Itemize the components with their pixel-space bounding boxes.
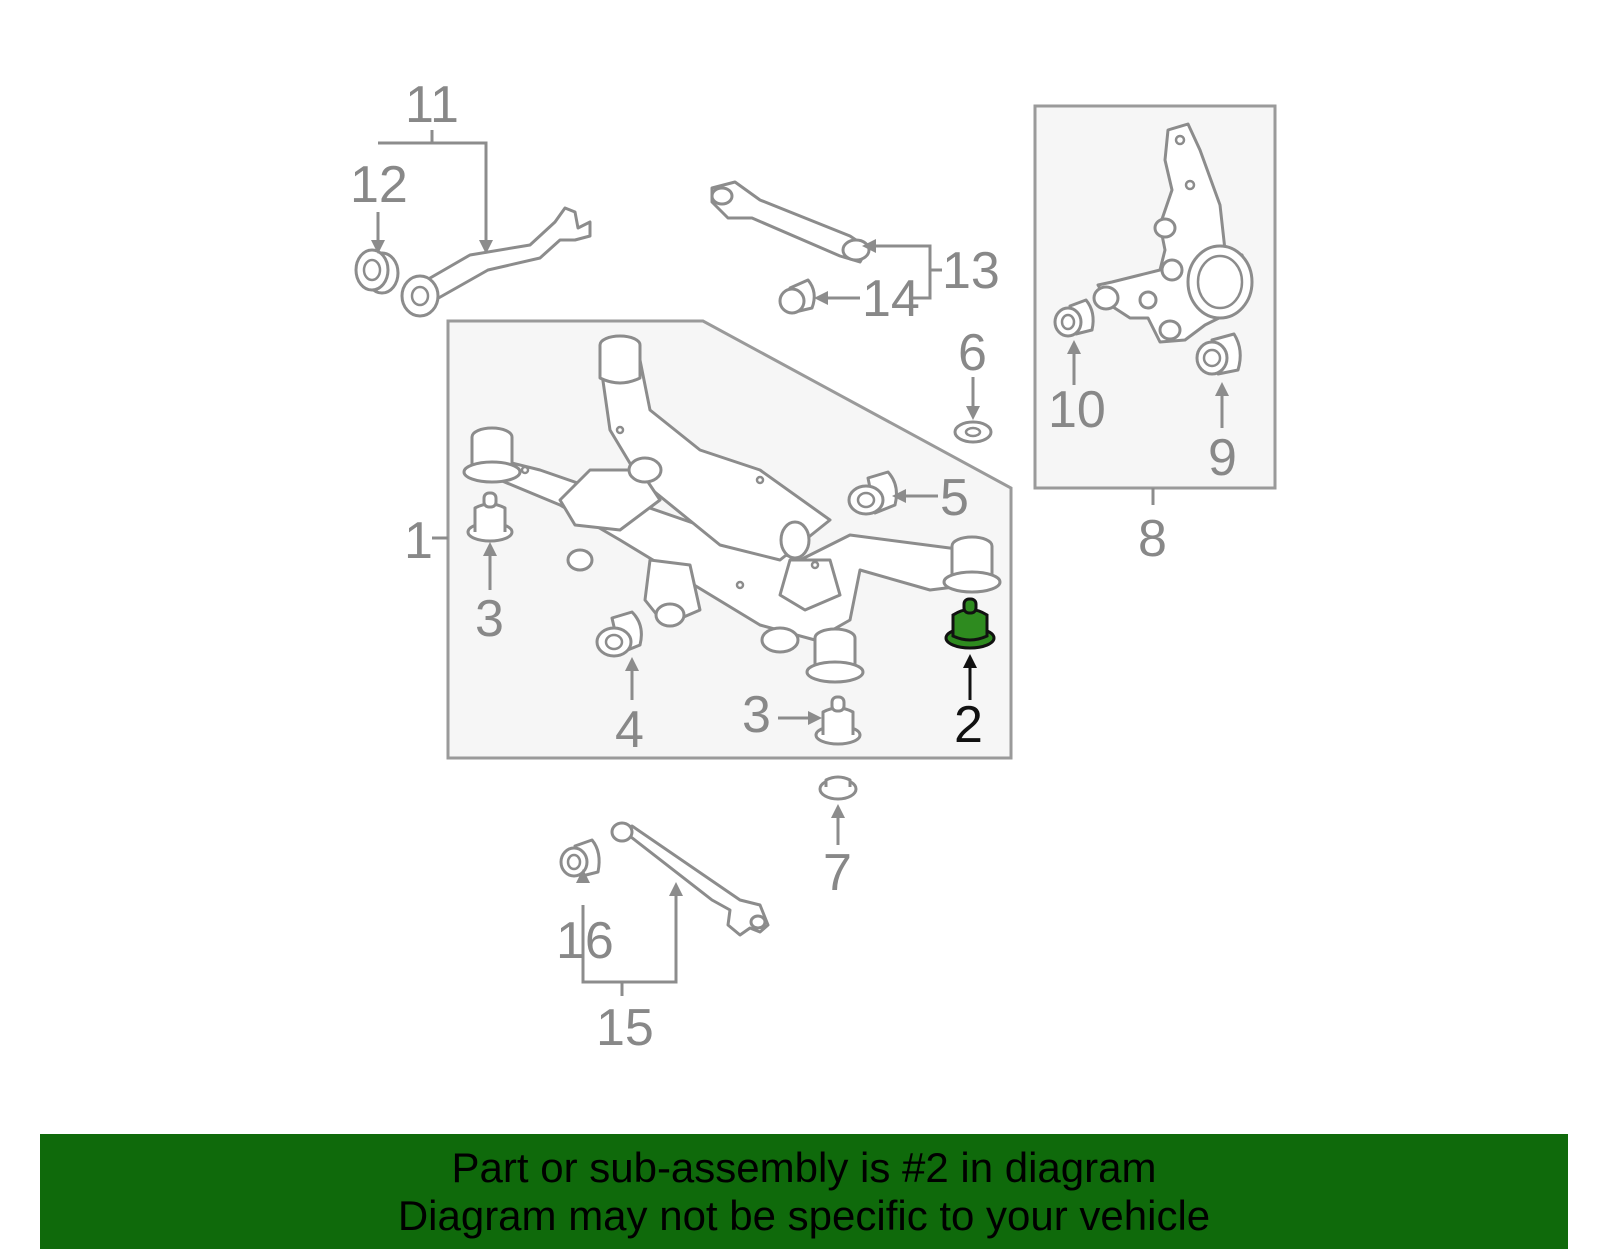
part-7-washer xyxy=(818,775,858,801)
callout-3-left: 3 xyxy=(475,590,504,648)
part-14-bushing xyxy=(778,278,816,315)
callout-16: 16 xyxy=(556,912,614,970)
part-11-upper-arm xyxy=(400,206,592,318)
callout-8: 8 xyxy=(1138,510,1167,568)
callout-1: 1 xyxy=(404,512,433,570)
callout-13: 13 xyxy=(942,242,1000,300)
parts-diagram: 1 2 3 3 4 5 6 7 8 9 10 11 12 13 14 15 16 xyxy=(350,76,1277,1057)
callout-4: 4 xyxy=(615,701,644,759)
callout-3-right: 3 xyxy=(742,686,771,744)
part-9-bushing xyxy=(1195,332,1242,376)
part-5-bushing xyxy=(847,470,898,516)
subframe-crossmember xyxy=(462,334,1002,684)
callout-2-highlighted: 2 xyxy=(954,696,983,754)
callout-7: 7 xyxy=(823,844,852,902)
part-13-control-arm xyxy=(710,180,871,264)
callout-14: 14 xyxy=(862,270,920,328)
callout-5: 5 xyxy=(940,469,969,527)
callout-10: 10 xyxy=(1048,381,1106,439)
part-8-knuckle xyxy=(1092,122,1254,344)
part-6-washer xyxy=(953,420,993,444)
part-3-mount-bushing-right xyxy=(814,695,862,746)
footer-banner: Part or sub-assembly is #2 in diagram Di… xyxy=(40,1134,1568,1249)
footer-line-1: Part or sub-assembly is #2 in diagram xyxy=(451,1143,1157,1191)
callout-12: 12 xyxy=(350,156,408,214)
part-15-lateral-rod xyxy=(610,821,770,937)
callout-6: 6 xyxy=(958,324,987,382)
footer-line-2: Diagram may not be specific to your vehi… xyxy=(397,1191,1211,1239)
callout-15: 15 xyxy=(596,999,654,1057)
part-16-bushing xyxy=(559,838,601,878)
part-4-bushing xyxy=(595,610,643,658)
part-2-mount-bushing-highlighted xyxy=(944,597,996,650)
part-12-bushing xyxy=(354,248,400,295)
callout-11: 11 xyxy=(405,76,459,134)
part-3-mount-bushing-left xyxy=(466,491,514,543)
callout-9: 9 xyxy=(1208,429,1237,487)
part-10-bushing xyxy=(1053,298,1095,338)
